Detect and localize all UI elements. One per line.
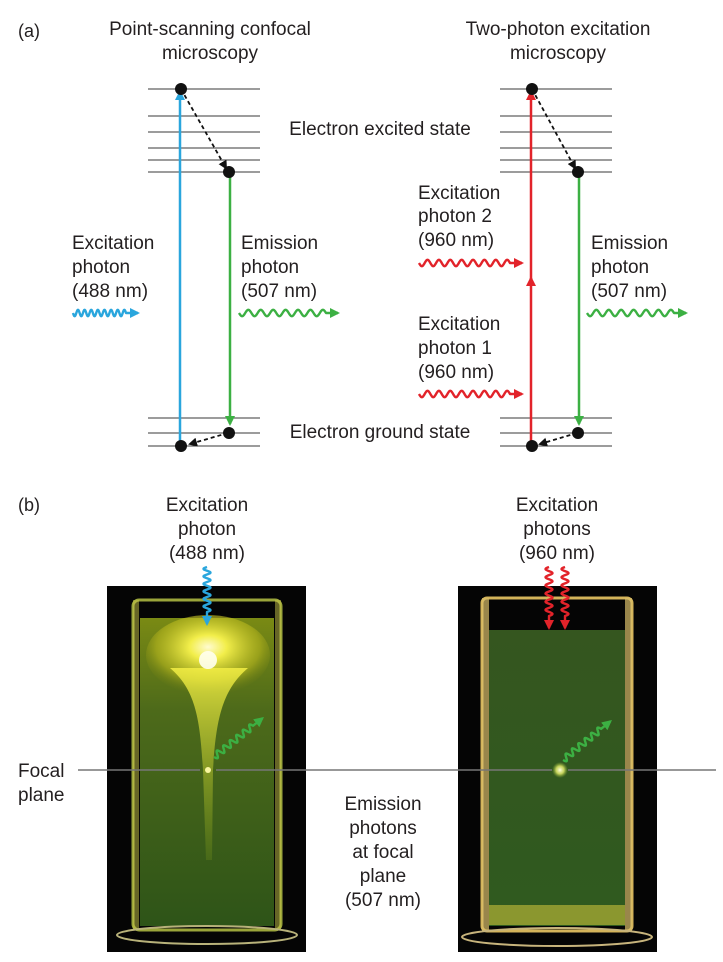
focal-plane-label-1: Focal [18, 761, 64, 782]
emission-focal-label-2: photons [349, 818, 417, 839]
left-ground-relax-arrow [188, 432, 229, 447]
red-photon-wave-1 [417, 389, 524, 399]
right-excitation1-label-1: Excitation [418, 314, 500, 335]
right-excitation2-label-2: photon 2 [418, 206, 492, 227]
left-emission-label-2: photon [241, 257, 299, 278]
left-excited-levels [148, 88, 260, 173]
panel-b-label: (b) [18, 495, 40, 515]
right-ground-relax-arrow [538, 432, 578, 447]
right-title-line1: Two-photon excitation [466, 19, 651, 40]
green-emission-wave-left [213, 717, 265, 760]
emission-focal-label-5: (507 nm) [345, 890, 421, 911]
b-right-excitation-1: Excitation [516, 495, 598, 516]
blue-photon-wave-vertical [202, 565, 212, 626]
right-title-line2: microscopy [510, 43, 607, 64]
emission-focal-label-1: Emission [344, 794, 421, 815]
left-cuvette-photo [107, 586, 306, 952]
left-electron-relaxed [223, 166, 235, 178]
green-emission-wave-right [562, 719, 612, 763]
red-photon-wave-2 [417, 258, 524, 268]
right-relaxation-arrow [531, 88, 576, 170]
right-excitation2-label-3: (960 nm) [418, 230, 494, 251]
left-emission-label-1: Emission [241, 233, 318, 254]
red-photon-wave-vertical-1 [544, 565, 554, 630]
ground-state-label: Electron ground state [290, 422, 471, 443]
right-electron-ground [526, 440, 538, 452]
right-electron-top [526, 83, 538, 95]
red-photon-wave-vertical-2 [560, 565, 570, 630]
b-right-excitation-2: photons [523, 519, 591, 540]
left-electron-ground [175, 440, 187, 452]
right-excitation1-label-2: photon 1 [418, 338, 492, 359]
right-emission-label-1: Emission [591, 233, 668, 254]
right-electron-relaxed [572, 166, 584, 178]
left-ground-levels [148, 417, 260, 447]
left-excitation-label-3: (488 nm) [72, 281, 148, 302]
right-excitation1-label-3: (960 nm) [418, 362, 494, 383]
right-excitation2-label-1: Excitation [418, 183, 500, 204]
left-electron-ground-right [223, 427, 235, 439]
emission-focal-label-4: plane [360, 866, 407, 887]
blue-photon-wave [71, 308, 140, 318]
b-left-excitation-1: Excitation [166, 495, 248, 516]
right-electron-ground-right [572, 427, 584, 439]
right-emission-label-3: (507 nm) [591, 281, 667, 302]
left-title-line1: Point-scanning confocal [109, 19, 311, 40]
right-cuvette-photo [458, 586, 657, 952]
b-left-excitation-2: photon [178, 519, 236, 540]
right-ground-levels [500, 417, 612, 447]
green-photon-wave-left [237, 308, 340, 318]
left-emission-label-3: (507 nm) [241, 281, 317, 302]
b-right-excitation-3: (960 nm) [519, 543, 595, 564]
left-excitation-label-2: photon [72, 257, 130, 278]
right-excited-levels [500, 88, 612, 173]
left-relaxation-arrow [180, 88, 227, 170]
green-photon-wave-right [585, 308, 688, 318]
right-emission-label-2: photon [591, 257, 649, 278]
excited-state-label: Electron excited state [289, 119, 471, 140]
emission-focal-label-3: at focal [352, 842, 413, 863]
left-title-line2: microscopy [162, 43, 259, 64]
focal-plane-label-2: plane [18, 785, 65, 806]
left-excitation-label-1: Excitation [72, 233, 154, 254]
panel-a-label: (a) [18, 21, 40, 41]
left-electron-top [175, 83, 187, 95]
b-left-excitation-3: (488 nm) [169, 543, 245, 564]
